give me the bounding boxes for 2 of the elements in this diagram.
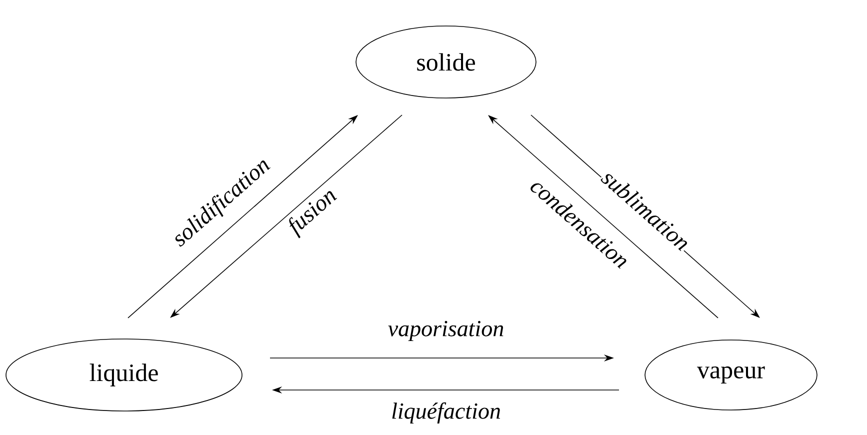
edge-label: vaporisation bbox=[386, 320, 506, 342]
edge-label: liquéfaction bbox=[390, 401, 502, 425]
